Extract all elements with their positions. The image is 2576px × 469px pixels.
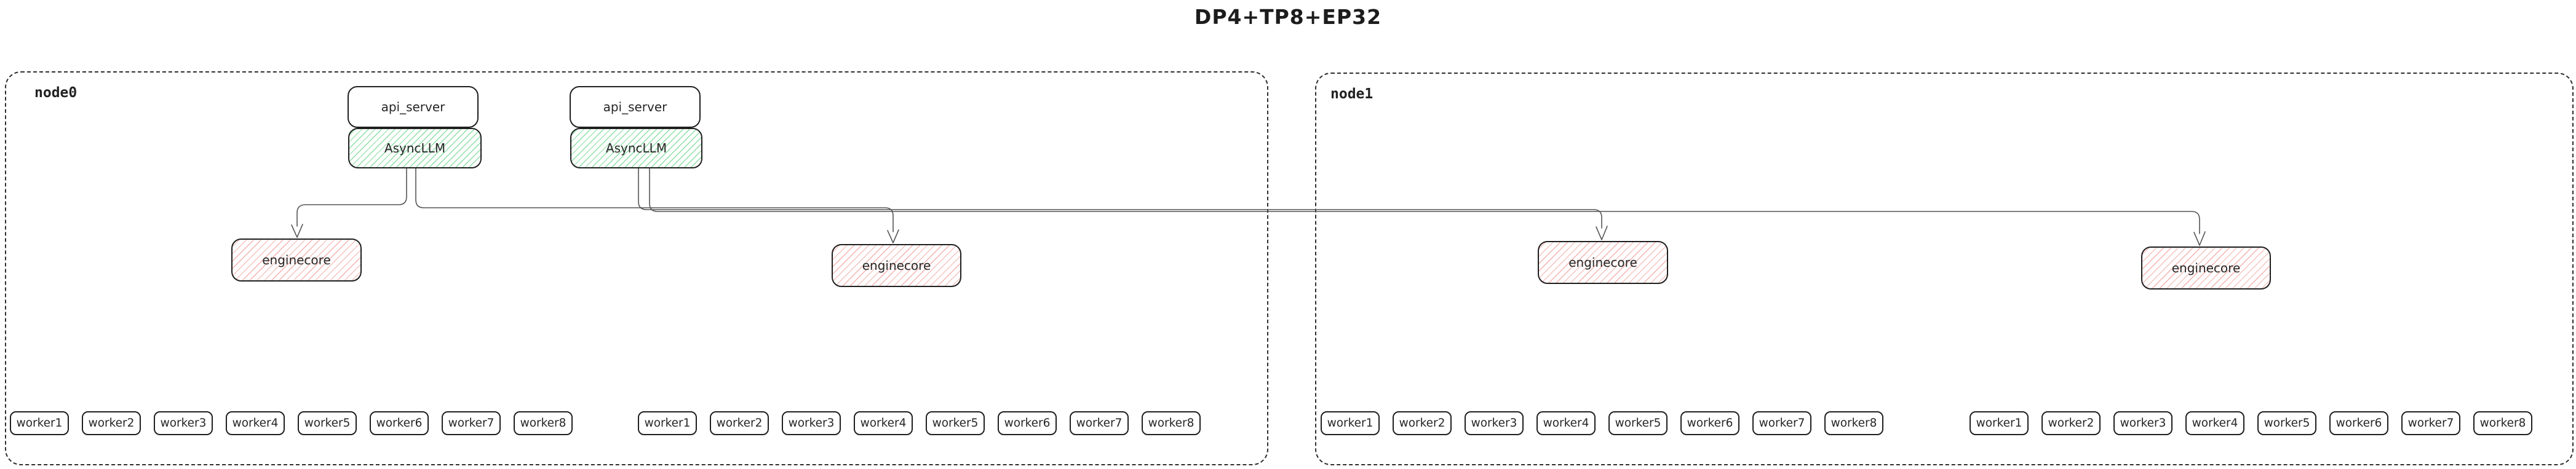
worker-box: worker1 — [638, 411, 697, 435]
enginecore-box-4: enginecore — [2141, 246, 2271, 290]
worker-box: worker1 — [1970, 411, 2029, 435]
worker-box: worker7 — [442, 411, 501, 435]
worker-box: worker5 — [298, 411, 357, 435]
enginecore-box-3: enginecore — [1538, 241, 1668, 284]
worker-box: worker1 — [1321, 411, 1380, 435]
worker-row-node0-a: worker1 worker2 worker3 worker4 worker5 worke… — [10, 411, 573, 435]
worker-box: worker3 — [1465, 411, 1524, 435]
diagram-title: DP4+TP8+EP32 — [1194, 5, 1382, 29]
worker-box: worker4 — [854, 411, 913, 435]
worker-box: worker4 — [1536, 411, 1596, 435]
worker-box: worker8 — [1142, 411, 1201, 435]
worker-box: worker7 — [1752, 411, 1811, 435]
worker-box: worker7 — [1070, 411, 1129, 435]
asyncllm-box-1: AsyncLLM — [348, 128, 482, 168]
worker-box: worker8 — [2473, 411, 2532, 435]
enginecore-box-1: enginecore — [231, 238, 362, 282]
worker-row-node1-a: worker1 worker2 worker3 worker4 worker5 worke… — [1321, 411, 1883, 435]
asyncllm-box-2: AsyncLLM — [570, 128, 702, 168]
worker-box: worker2 — [1393, 411, 1452, 435]
worker-box: worker7 — [2401, 411, 2460, 435]
api-server-box-2: api_server — [570, 86, 701, 128]
worker-box: worker2 — [2041, 411, 2101, 435]
worker-box: worker2 — [82, 411, 141, 435]
api-server-box-1: api_server — [348, 86, 479, 128]
worker-box: worker5 — [926, 411, 985, 435]
enginecore-box-2: enginecore — [832, 244, 961, 287]
worker-box: worker8 — [514, 411, 573, 435]
worker-box: worker4 — [226, 411, 285, 435]
worker-box: worker6 — [998, 411, 1057, 435]
node0-container — [5, 71, 1268, 465]
worker-box: worker4 — [2185, 411, 2244, 435]
worker-box: worker8 — [1824, 411, 1883, 435]
worker-row-node1-b: worker1 worker2 worker3 worker4 worker5 worke… — [1970, 411, 2532, 435]
node1-label: node1 — [1330, 86, 1373, 102]
worker-box: worker5 — [1608, 411, 1668, 435]
worker-box: worker5 — [2257, 411, 2316, 435]
worker-box: worker3 — [154, 411, 213, 435]
worker-row-node0-b: worker1 worker2 worker3 worker4 worker5 worke… — [638, 411, 1201, 435]
worker-box: worker6 — [2329, 411, 2388, 435]
worker-box: worker6 — [370, 411, 429, 435]
worker-box: worker3 — [782, 411, 841, 435]
worker-box: worker2 — [710, 411, 769, 435]
node1-container — [1315, 73, 2574, 465]
node0-label: node0 — [34, 85, 78, 101]
worker-box: worker3 — [2113, 411, 2173, 435]
worker-box: worker1 — [10, 411, 69, 435]
worker-box: worker6 — [1680, 411, 1739, 435]
